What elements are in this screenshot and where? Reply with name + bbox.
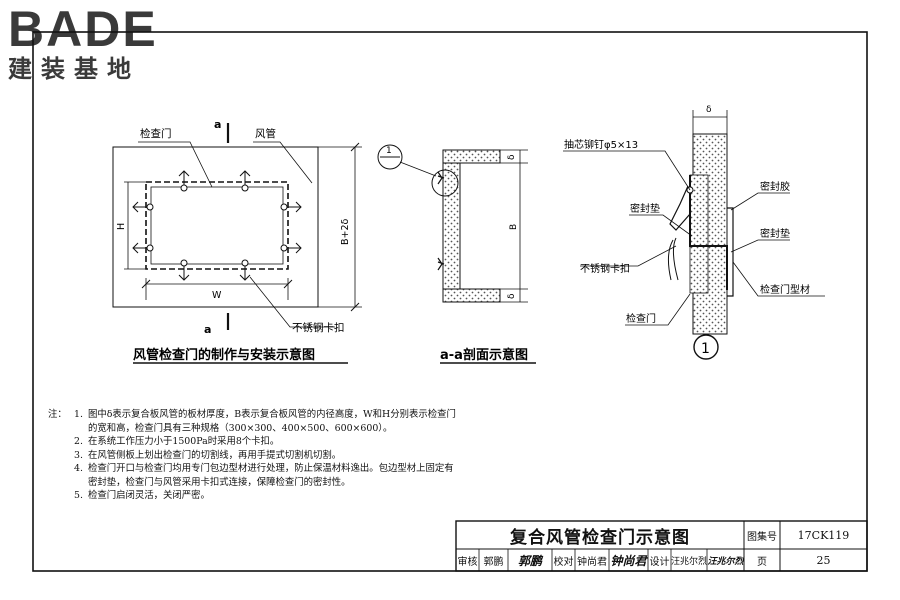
dim-b: B <box>509 224 519 230</box>
label-duct: 风管 <box>255 127 276 140</box>
door-frame <box>145 181 289 270</box>
duct-panel <box>112 146 319 308</box>
dim-h: H <box>116 223 127 230</box>
section-mark-bottom: a <box>204 323 211 336</box>
note-number: 4. <box>74 463 83 474</box>
label-frame: 检查门型材 <box>760 283 810 296</box>
detail-circle-ref <box>431 169 459 197</box>
notes: 注： 1. 图中δ表示复合板风管的板材厚度，B表示复合板风管的内径高度，W和H分… <box>48 408 458 503</box>
note-row: 3. 在风管侧板上划出检查门的切割线，再用手提式切割机切割。 <box>48 449 458 463</box>
drawing-title: 复合风管检查门示意图 <box>510 527 690 548</box>
review-label: 审核 <box>457 556 478 568</box>
check-label: 校对 <box>553 556 574 568</box>
figure-door-on-duct <box>112 123 362 364</box>
note-row: 5. 检查门启闭灵活，关闭严密。 <box>48 489 458 503</box>
note-row: 注： 1. 图中δ表示复合板风管的板材厚度，B表示复合板风管的内径高度，W和H分… <box>48 408 458 435</box>
caption-figure1: 风管检查门的制作与安装示意图 <box>133 347 315 363</box>
atlas-label: 图集号 <box>747 531 777 543</box>
dim-w: W <box>212 290 222 301</box>
checker-name: 钟尚君 <box>577 556 607 568</box>
label-rivet: 抽芯铆钉φ5×13 <box>564 138 638 151</box>
dim-b-2delta: B+2δ <box>340 218 351 245</box>
atlas-number: 17CK119 <box>797 528 850 542</box>
label-door: 检查门 <box>140 127 172 140</box>
label-seal-pad-right: 密封垫 <box>760 227 790 240</box>
note-row: 4. 检查门开口与检查门均用专门包边型材进行处理，防止保温材料逸出。包边型材上固… <box>48 462 458 489</box>
section-mark-top: a <box>214 118 221 131</box>
label-sealant: 密封胶 <box>760 180 790 193</box>
detail-door-panel <box>689 174 709 294</box>
note-number: 2. <box>74 436 83 447</box>
designer-signature: 汪兆尔烈 <box>707 556 744 567</box>
reviewer-name: 郭鹏 <box>483 556 504 568</box>
dim-delta-bottom: δ <box>507 293 517 299</box>
dim-delta-top: δ <box>507 154 517 160</box>
design-label: 设计 <box>649 556 670 568</box>
sheet-border <box>32 31 868 572</box>
detail-number-circle <box>693 334 719 360</box>
figure-section-aa <box>377 144 536 364</box>
figure-detail-1 <box>563 110 825 360</box>
checker-signature: 钟尚君 <box>610 553 647 568</box>
detail-dim-delta: δ <box>706 105 712 115</box>
section-side-wall <box>442 162 461 290</box>
title-block: 复合风管检查门示意图 图集号 17CK119 审核 郭鹏 郭鹏 校对 钟尚君 钟… <box>456 521 866 569</box>
logo-subtitle: 建装基地 <box>8 55 140 83</box>
section-top-insulation <box>442 149 501 164</box>
door-frame-inner <box>150 186 284 265</box>
reviewer-signature: 郭鹏 <box>517 553 542 568</box>
designer-name: 汪兆尔烈 <box>671 556 708 567</box>
detail-number: 1 <box>701 341 710 357</box>
caption-figure2: a-a剖面示意图 <box>440 347 528 363</box>
label-clip: 不锈钢卡扣 <box>292 321 345 334</box>
section-bottom-insulation <box>442 288 501 303</box>
note-text: 检查门启闭灵活，关闭严密。 <box>88 490 210 501</box>
notes-lead: 注： <box>48 409 67 420</box>
note-number: 5. <box>74 490 83 501</box>
note-number: 1. <box>74 409 83 420</box>
label-clip-detail: 不锈钢卡扣 <box>580 262 630 275</box>
title-block-grid <box>455 520 868 572</box>
note-row: 2. 在系统工作压力小于1500Pa时采用8个卡扣。 <box>48 435 458 449</box>
detail-ref-number: 1 <box>386 146 392 156</box>
page-label: 页 <box>757 556 767 568</box>
label-seal-pad-left: 密封垫 <box>630 202 660 215</box>
note-text: 图中δ表示复合板风管的板材厚度，B表示复合板风管的内径高度，W和H分别表示检查门… <box>88 409 456 434</box>
label-door-detail: 检查门 <box>626 312 656 325</box>
clip-icons <box>132 170 302 281</box>
page-number: 25 <box>816 553 831 567</box>
note-text: 在系统工作压力小于1500Pa时采用8个卡扣。 <box>88 436 280 447</box>
note-number: 3. <box>74 449 83 461</box>
note-text: 在风管侧板上划出检查门的切割线，再用手提式切割机切割。 <box>88 449 342 461</box>
note-text: 检查门开口与检查门均用专门包边型材进行处理，防止保温材料逸出。包边型材上固定有密… <box>88 463 454 488</box>
